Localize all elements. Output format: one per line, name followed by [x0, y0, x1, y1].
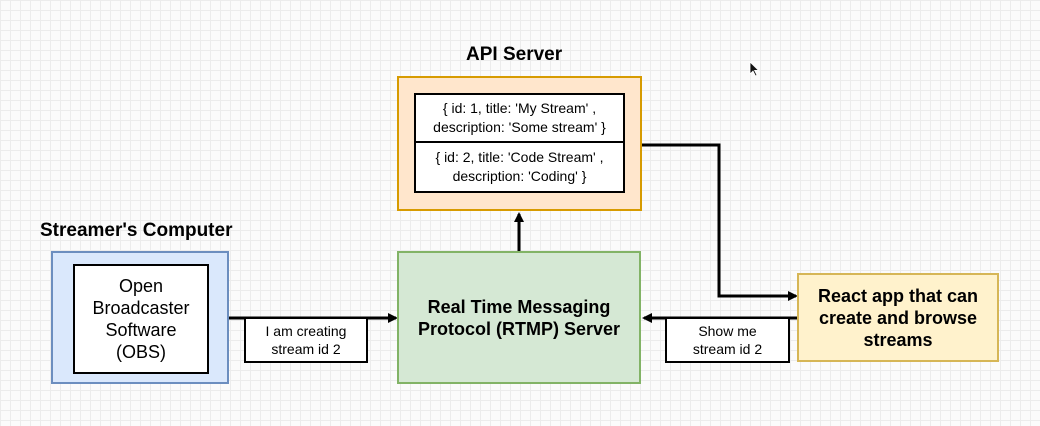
show-line-1: Show me — [698, 323, 757, 339]
rtmp-line-2: Protocol (RTMP) Server — [417, 318, 621, 339]
streamer-computer-title: Streamer's Computer — [40, 220, 233, 241]
api-server-box: { id: 1, title: 'My Stream' , descriptio… — [397, 76, 642, 211]
streamer-computer-box: Open Broadcaster Software (OBS) — [51, 251, 229, 384]
creating-line-1: I am creating — [265, 323, 347, 339]
obs-line-2: Broadcaster — [92, 298, 190, 318]
record-1-line-1: { id: 1, title: 'My Stream' , — [442, 100, 597, 116]
creating-line-2: stream id 2 — [271, 341, 341, 357]
react-line-2: create and browse — [818, 307, 978, 328]
react-line-3: streams — [863, 329, 933, 350]
react-line-1: React app that can — [817, 285, 979, 306]
edge-label-creating-stream: I am creating stream id 2 — [244, 317, 368, 363]
record-2-line-1: { id: 2, title: 'Code Stream' , — [435, 149, 604, 165]
record-2-line-2: description: 'Coding' } — [452, 168, 587, 184]
stream-record-list: { id: 1, title: 'My Stream' , descriptio… — [414, 93, 625, 193]
obs-box: Open Broadcaster Software (OBS) — [73, 264, 209, 374]
obs-line-3: Software — [105, 320, 177, 340]
api-server-title: API Server — [466, 44, 563, 65]
obs-line-1: Open — [118, 276, 164, 296]
rtmp-server-box: Real Time Messaging Protocol (RTMP) Serv… — [397, 251, 641, 384]
rtmp-line-1: Real Time Messaging — [427, 296, 611, 317]
edge-label-show-stream: Show me stream id 2 — [665, 317, 790, 363]
record-1-line-2: description: 'Some stream' } — [433, 119, 606, 135]
react-app-box: React app that can create and browse str… — [797, 273, 999, 362]
stream-record-1: { id: 1, title: 'My Stream' , descriptio… — [416, 95, 623, 143]
show-line-2: stream id 2 — [692, 341, 763, 357]
obs-line-4: (OBS) — [115, 342, 166, 362]
stream-record-2: { id: 2, title: 'Code Stream' , descript… — [416, 143, 623, 191]
arrow-api-to-react — [642, 143, 798, 301]
